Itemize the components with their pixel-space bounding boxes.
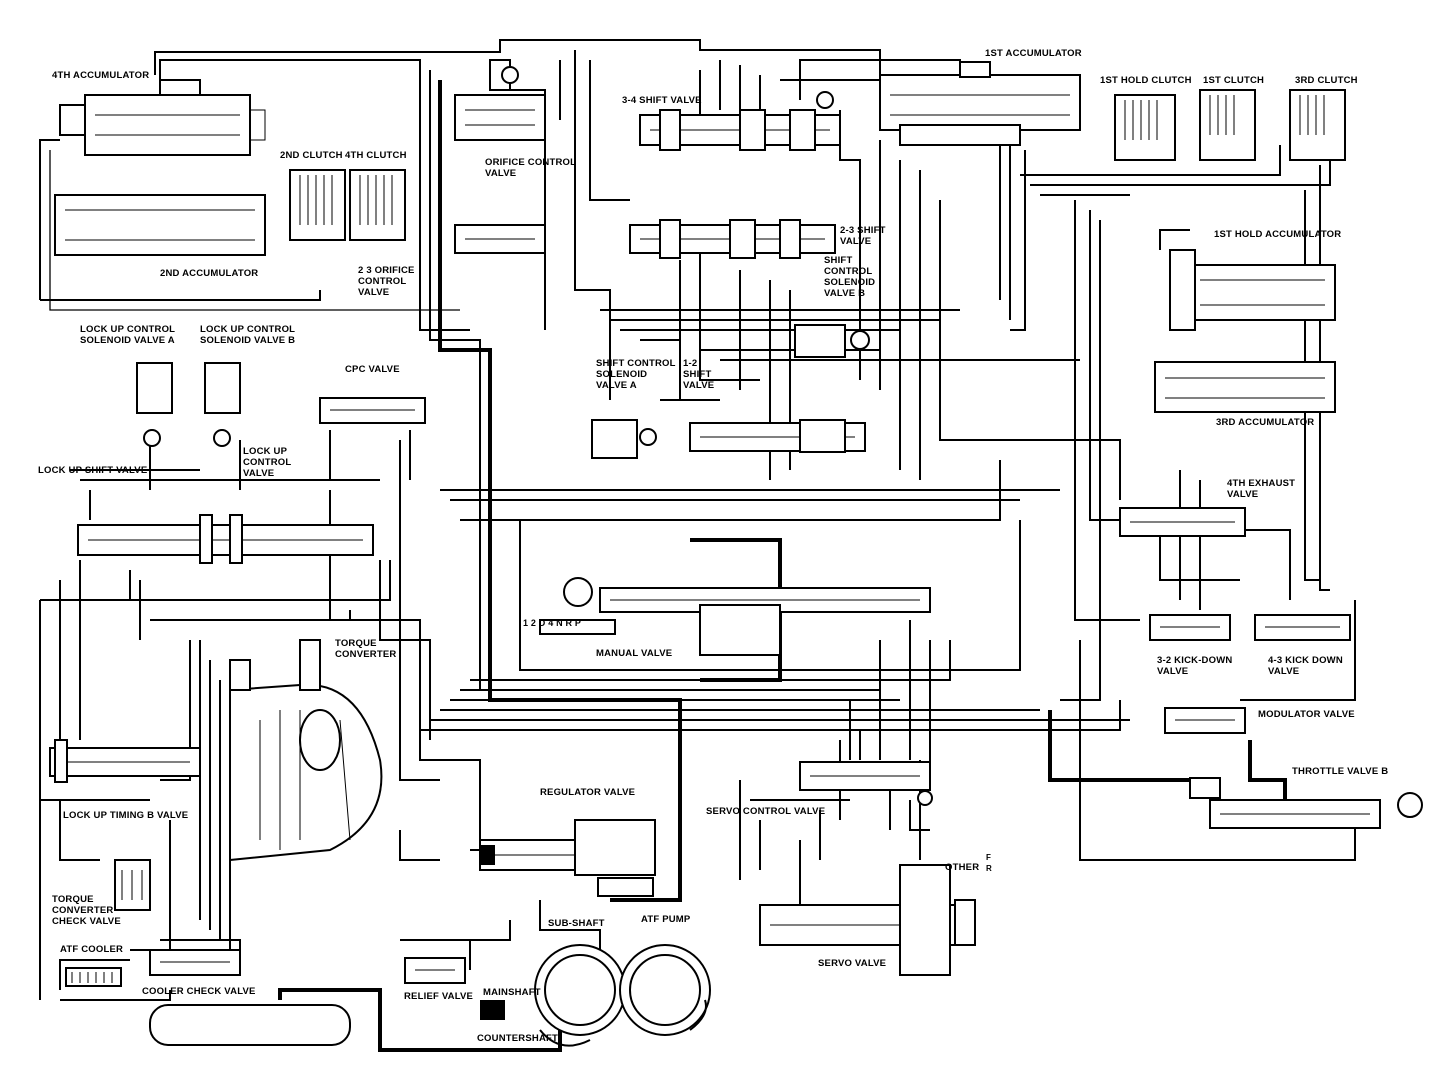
2nd-accumulator xyxy=(54,194,266,256)
modulator-valve xyxy=(1164,707,1246,734)
2-3-shift-valve xyxy=(629,219,836,259)
label-sub-shaft: SUB-SHAFT xyxy=(548,918,605,929)
throttle-valve-b xyxy=(1189,777,1423,829)
label-torque-converter-check-valve: TORQUE CONVERTER CHECK VALVE xyxy=(52,894,121,927)
label-3rd-clutch: 3RD CLUTCH xyxy=(1295,75,1358,86)
3rd-accumulator xyxy=(1154,361,1336,413)
torque-converter xyxy=(229,639,383,862)
label-manual-valve: MANUAL VALVE xyxy=(596,648,673,659)
label-4th-clutch: 4TH CLUTCH xyxy=(345,150,407,161)
1st-hold-accumulator xyxy=(1169,249,1336,331)
label-lock-up-timing-b-valve: LOCK UP TIMING B VALVE xyxy=(63,810,189,821)
label-2-3-orifice-control-valve: 2 3 ORIFICE CONTROL VALVE xyxy=(358,265,415,298)
torque-converter-check-valve xyxy=(114,859,151,911)
label-throttle-valve-b: THROTTLE VALVE B xyxy=(1292,766,1389,777)
label-2nd-clutch: 2ND CLUTCH xyxy=(280,150,343,161)
lock-up-control-solenoid-valve-b xyxy=(204,362,241,447)
4-3-kick-down-valve xyxy=(1254,614,1351,641)
atf-cooler xyxy=(65,967,122,987)
mainshaft-housing xyxy=(149,1000,505,1046)
label-lock-up-control-solenoid-valve-a: LOCK UP CONTROL SOLENOID VALVE A xyxy=(80,324,176,346)
1st-clutch xyxy=(1199,89,1256,161)
shift-control-solenoid-valve-a xyxy=(591,419,657,459)
label-1st-clutch: 1ST CLUTCH xyxy=(1203,75,1265,86)
orifice-control-valve xyxy=(454,59,546,141)
label-lock-up-control-valve: LOCK UP CONTROL VALVE xyxy=(243,446,292,479)
1-2-shift-valve xyxy=(689,419,866,453)
cooler-check-valve xyxy=(149,949,241,976)
label-shift-control-solenoid-valve-a: SHIFT CONTROL SOLENOID VALVE A xyxy=(596,358,676,391)
3rd-clutch xyxy=(1289,89,1346,161)
label-orifice-control-valve: ORIFICE CONTROL VALVE xyxy=(485,157,577,179)
lock-up-control-solenoid-valve-a xyxy=(136,362,173,447)
label-servo-valve: SERVO VALVE xyxy=(818,958,887,969)
2-3-orifice-control-valve-body xyxy=(454,224,546,254)
label-f-r: F R xyxy=(986,853,992,873)
servo-control-valve xyxy=(799,761,933,806)
label-modulator-valve: MODULATOR VALVE xyxy=(1258,709,1355,720)
label-1-2-shift-valve: 1-2 SHIFT VALVE xyxy=(683,358,715,391)
3-2-kick-down-valve xyxy=(1149,614,1231,641)
label-relief-valve: RELIEF VALVE xyxy=(404,991,474,1002)
label-3rd-accumulator: 3RD ACCUMULATOR xyxy=(1216,417,1315,428)
label-cpc-valve: CPC VALVE xyxy=(345,364,400,375)
atf-pump xyxy=(534,944,711,1047)
label-regulator-valve: REGULATOR VALVE xyxy=(540,787,636,798)
label-4-3-kick-down-valve: 4-3 KICK DOWN VALVE xyxy=(1268,655,1343,677)
label-1st-accumulator: 1ST ACCUMULATOR xyxy=(985,48,1082,59)
label-1st-hold-accumulator: 1ST HOLD ACCUMULATOR xyxy=(1214,229,1342,240)
label-4th-exhaust-valve: 4TH EXHAUST VALVE xyxy=(1227,478,1296,500)
1st-accumulator xyxy=(879,61,1081,146)
label-1st-hold-clutch: 1ST HOLD CLUTCH xyxy=(1100,75,1192,86)
label-3-2-kick-down-valve: 3-2 KICK-DOWN VALVE xyxy=(1157,655,1233,677)
label-atf-cooler: ATF COOLER xyxy=(60,944,124,955)
lock-up-timing-b-valve xyxy=(49,739,201,783)
label-cooler-check-valve: COOLER CHECK VALVE xyxy=(142,986,256,997)
label-mainshaft: MAINSHAFT xyxy=(483,987,541,998)
3-4-shift-valve xyxy=(639,91,841,151)
4th-accumulator xyxy=(59,79,266,156)
shift-control-solenoid-valve-b xyxy=(794,324,870,358)
label-countershaft: COUNTERSHAFT xyxy=(477,1033,559,1044)
label-atf-pump: ATF PUMP xyxy=(641,914,691,925)
label-other: OTHER xyxy=(945,862,980,873)
label-servo-control-valve: SERVO CONTROL VALVE xyxy=(706,806,826,817)
fluid-lines xyxy=(39,39,1356,1052)
label-2nd-accumulator: 2ND ACCUMULATOR xyxy=(160,268,259,279)
lock-up-shift-valve xyxy=(77,514,374,564)
cpc-valve xyxy=(319,397,426,424)
label-2-3-shift-valve: 2-3 SHIFT VALVE xyxy=(840,225,886,247)
label-4th-accumulator: 4TH ACCUMULATOR xyxy=(52,70,150,81)
1st-hold-clutch xyxy=(1114,94,1176,161)
label-lock-up-control-solenoid-valve-b: LOCK UP CONTROL SOLENOID VALVE B xyxy=(200,324,296,346)
label-shift-control-solenoid-valve-b: SHIFT CONTROL SOLENOID VALVE B xyxy=(824,255,876,299)
label-torque-converter: TORQUE CONVERTER xyxy=(335,638,397,660)
2nd-clutch xyxy=(289,169,346,241)
4th-clutch xyxy=(349,169,406,241)
label-3-4-shift-valve: 3-4 SHIFT VALVE xyxy=(622,95,702,106)
manual-valve-body xyxy=(539,577,931,656)
label-lock-up-shift-valve: LOCK UP SHIFT VALVE xyxy=(38,465,148,476)
servo-valve xyxy=(759,864,976,976)
regulator-valve xyxy=(479,819,656,897)
relief-valve xyxy=(404,957,466,984)
label-gear-positions: 1 2 D 4 N R P xyxy=(523,618,582,628)
4th-exhaust-valve xyxy=(1119,507,1246,537)
